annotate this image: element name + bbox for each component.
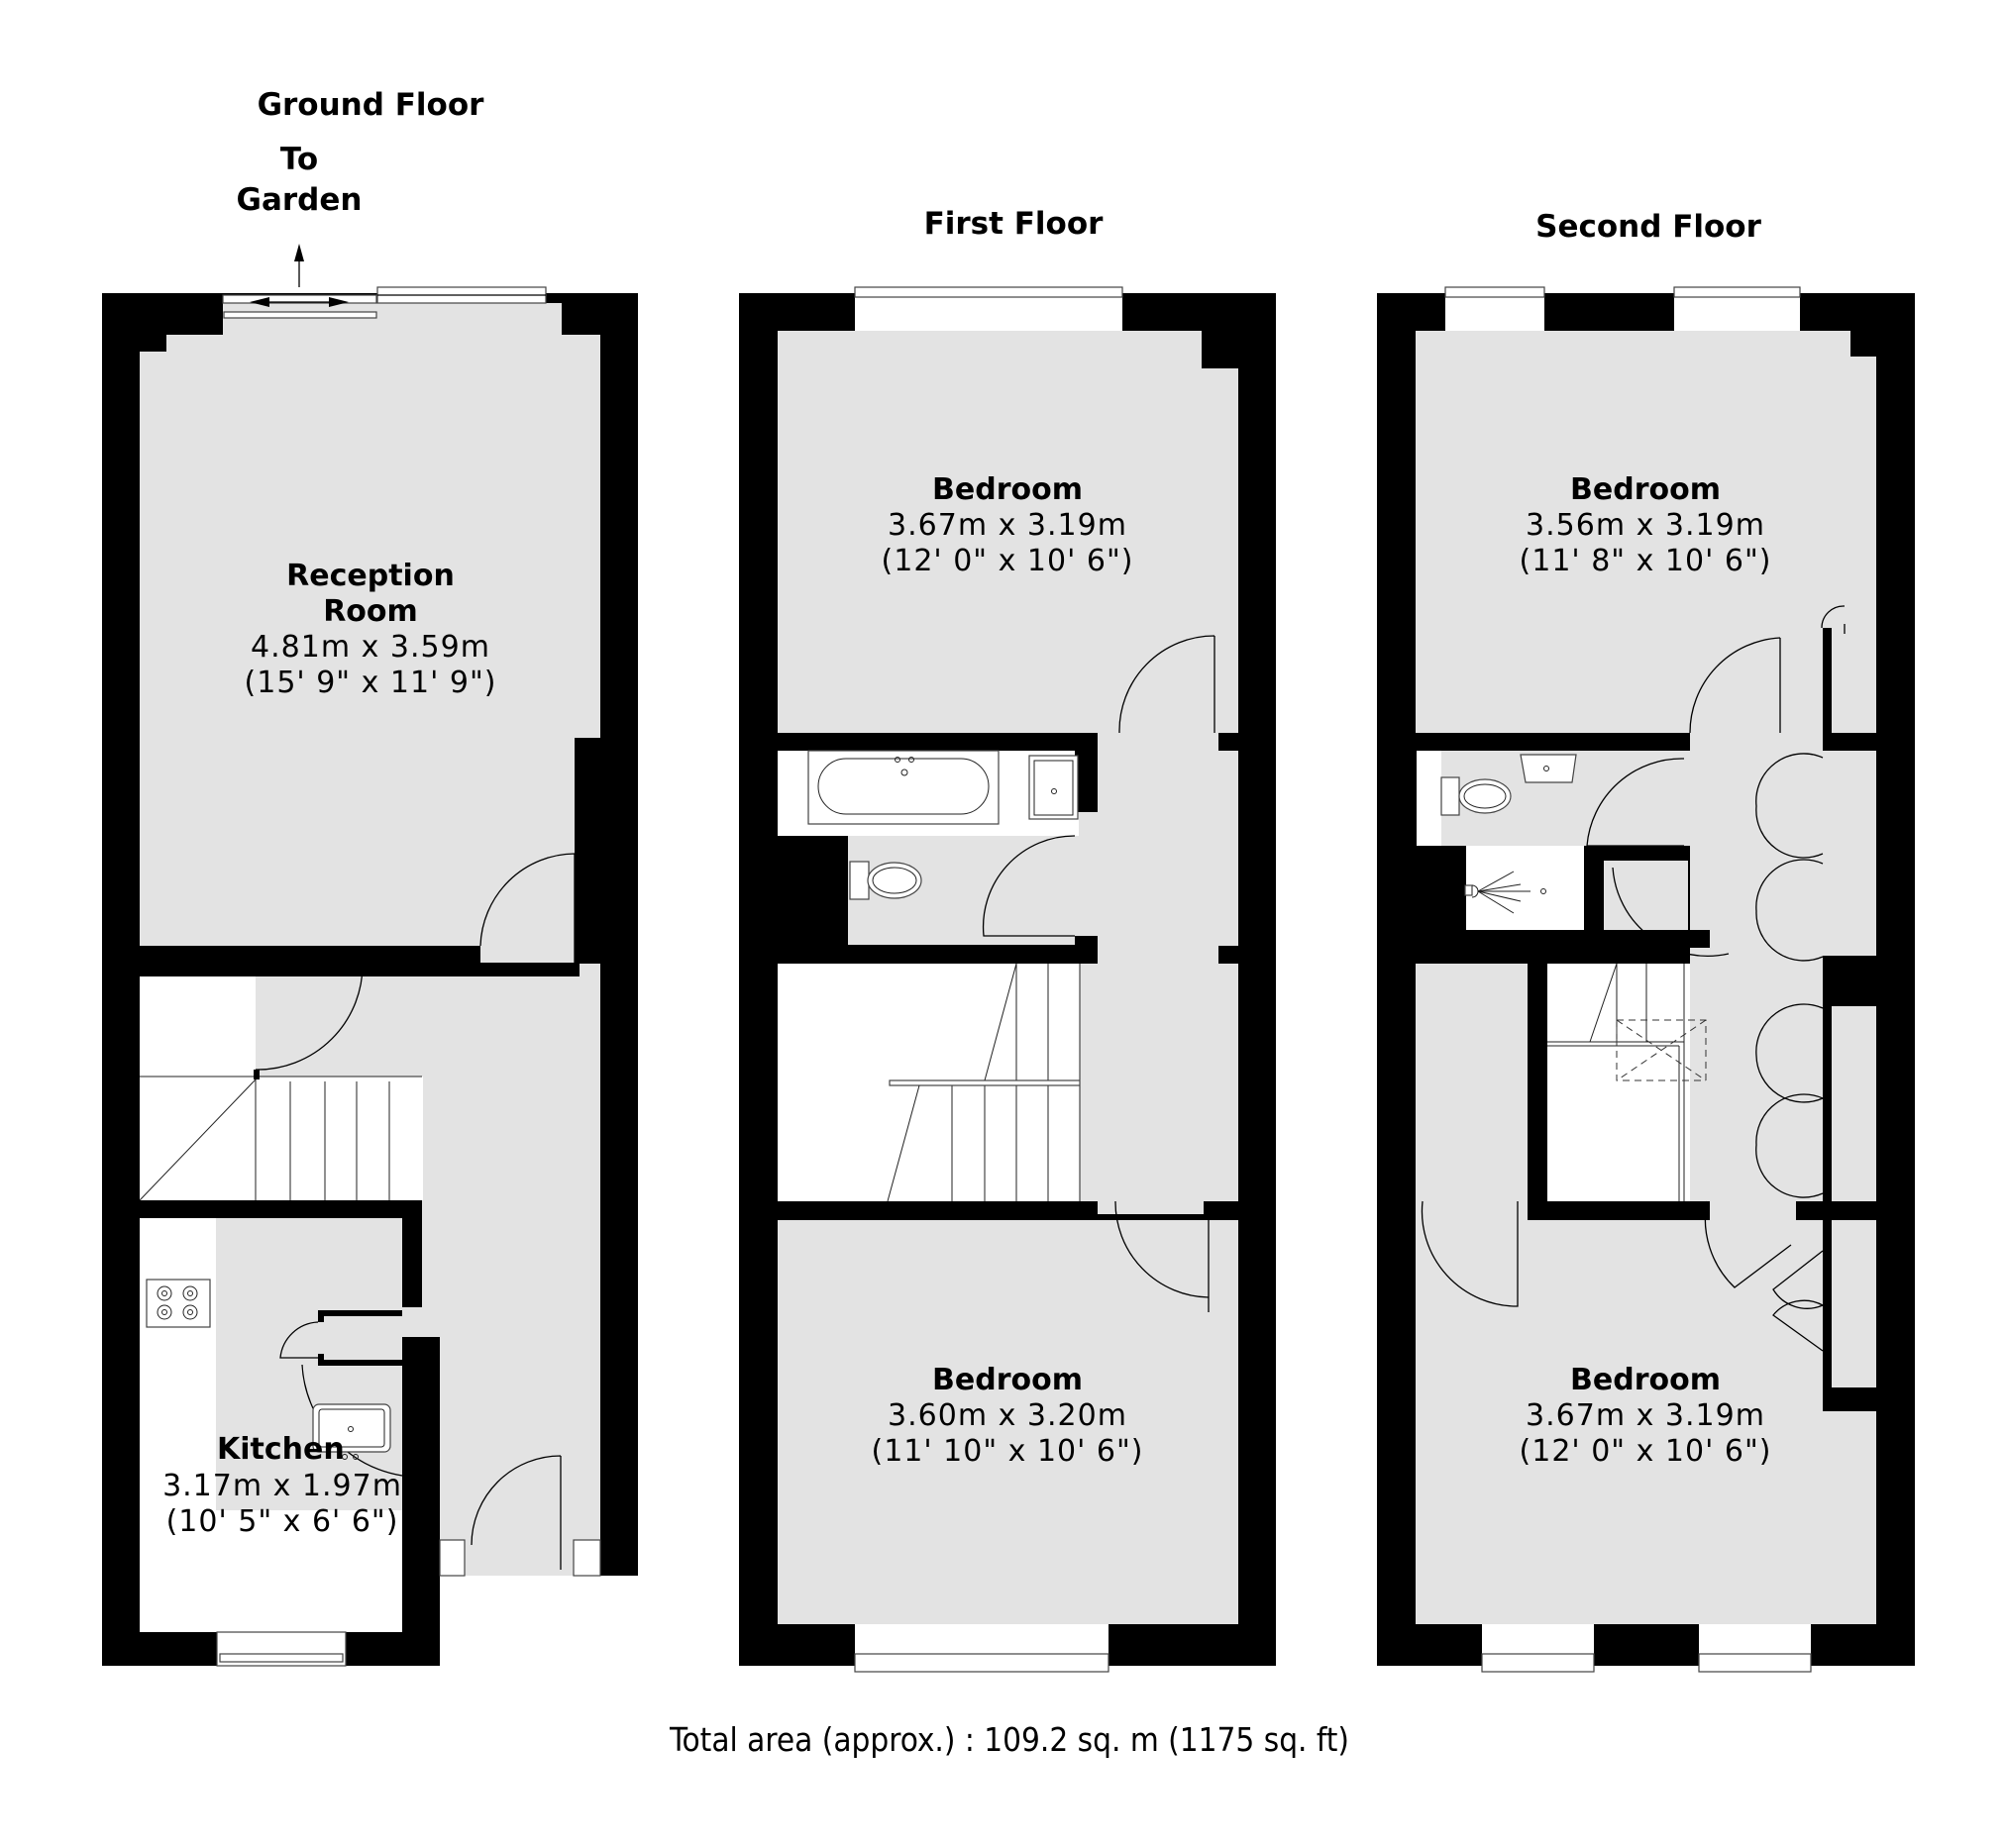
room-name: Kitchen bbox=[217, 1432, 345, 1467]
second-cupboard-floor bbox=[1604, 861, 1688, 930]
second-bottom-window-left bbox=[1481, 1653, 1595, 1673]
bathtub-icon bbox=[807, 750, 1000, 825]
room-name: Bedroom bbox=[932, 1363, 1083, 1397]
to-garden-label-line2: Garden bbox=[236, 182, 363, 218]
front-door-post-right bbox=[573, 1539, 601, 1577]
garden-sliding-door bbox=[222, 294, 377, 304]
hall-lower bbox=[422, 1218, 600, 1337]
basin-icon bbox=[1028, 755, 1079, 820]
second-stairs bbox=[1547, 964, 1690, 1201]
room-name: Bedroom bbox=[1570, 1363, 1721, 1397]
to-garden-label-line1: To bbox=[279, 142, 319, 177]
second-left-cupboard bbox=[1416, 964, 1528, 1226]
hob-icon bbox=[146, 1279, 211, 1328]
first-top-window bbox=[854, 286, 1123, 298]
cupboard-jamb bbox=[318, 1310, 324, 1322]
room-dimension-imperial: (12' 0" x 10' 6") bbox=[881, 544, 1134, 578]
first-stair-treads bbox=[887, 963, 1081, 1202]
room-dimension-imperial: (15' 9" x 11' 9") bbox=[244, 666, 497, 700]
second-floor-bedroom-2-label: Bedroom 3.67m x 3.19m (12' 0" x 10' 6") bbox=[1520, 1363, 1772, 1470]
second-bottom-bedroom-floor bbox=[1416, 1220, 1876, 1624]
cupboard-wall-bottom bbox=[318, 1360, 402, 1366]
reception-inner-wall bbox=[140, 946, 480, 964]
kitchen-sink-icon bbox=[312, 1403, 391, 1460]
second-top-window-right bbox=[1673, 286, 1801, 298]
total-area-label: Total area (approx.) : 109.2 sq. m (1175… bbox=[670, 1720, 1349, 1759]
room-dimension-imperial: (12' 0" x 10' 6") bbox=[1519, 1434, 1772, 1469]
second-top-bedroom-floor bbox=[1416, 331, 1876, 733]
second-bottom-window-right bbox=[1698, 1653, 1812, 1673]
room-dimension-metric: 3.60m x 3.20m bbox=[888, 1398, 1127, 1433]
room-dimension-metric: 4.81m x 3.59m bbox=[251, 630, 490, 665]
second-floor-title: Second Floor bbox=[1535, 209, 1761, 245]
hall-entrance bbox=[440, 1337, 600, 1576]
first-floor-title: First Floor bbox=[923, 206, 1104, 242]
sliding-door-arrow-icon bbox=[250, 297, 349, 307]
first-bottom-window bbox=[854, 1653, 1109, 1673]
room-dimension-metric: 3.17m x 1.97m bbox=[162, 1469, 402, 1503]
first-doors bbox=[982, 635, 1215, 1312]
first-top-bedroom-floor bbox=[778, 331, 1238, 733]
ground-floor-plan bbox=[102, 244, 638, 1667]
reception-room-floor bbox=[140, 303, 600, 963]
room-dimension-imperial: (11' 8" x 10' 6") bbox=[1519, 544, 1772, 578]
first-bottom-bedroom-floor bbox=[778, 1220, 1238, 1624]
room-name: Room bbox=[323, 594, 418, 629]
first-floor-bedroom-2-label: Bedroom 3.60m x 3.20m (11' 10" x 10' 6") bbox=[871, 1363, 1143, 1470]
room-name: Bedroom bbox=[1570, 472, 1721, 507]
kitchen-label: Kitchen bbox=[217, 1432, 345, 1468]
room-dimension-metric: 3.67m x 3.19m bbox=[1526, 1398, 1765, 1433]
room-dimension-metric: 3.67m x 3.19m bbox=[888, 508, 1127, 543]
cupboard-wall-top bbox=[318, 1310, 402, 1316]
wc-basin-icon bbox=[1520, 754, 1577, 783]
cupboard-jamb2 bbox=[318, 1354, 324, 1366]
second-floor-plan bbox=[1377, 286, 1915, 1673]
shower-icon bbox=[1464, 871, 1546, 914]
arrow-up-icon bbox=[294, 244, 304, 287]
kitchen-dimensions: 3.17m x 1.97m (10' 5" x 6' 6") bbox=[162, 1469, 402, 1540]
wc-toilet-icon bbox=[1440, 776, 1512, 816]
front-door-post-left bbox=[439, 1539, 466, 1577]
kitchen-side-wall bbox=[402, 1337, 440, 1632]
second-stair-treads bbox=[1547, 963, 1707, 1201]
toilet-icon bbox=[849, 861, 922, 900]
ground-stair-treads bbox=[139, 963, 422, 1201]
second-doors bbox=[1421, 605, 1846, 1352]
room-name: Bedroom bbox=[932, 472, 1083, 507]
room-name: Reception bbox=[286, 559, 455, 593]
second-floor-bedroom-1-label: Bedroom 3.56m x 3.19m (11' 8" x 10' 6") bbox=[1520, 472, 1772, 579]
ground-stairs bbox=[140, 1077, 423, 1200]
shower-tray bbox=[1466, 846, 1584, 930]
kitchen-right-wall bbox=[402, 1200, 422, 1307]
kitchen-top-wall bbox=[140, 1200, 421, 1218]
second-top-window-left bbox=[1444, 286, 1545, 298]
kitchen-worktop-bottom bbox=[216, 1510, 402, 1632]
room-dimension-imperial: (11' 10" x 10' 6") bbox=[871, 1434, 1144, 1469]
first-floor-bedroom-1-label: Bedroom 3.67m x 3.19m (12' 0" x 10' 6") bbox=[882, 472, 1134, 579]
sliding-door-panel bbox=[223, 311, 377, 319]
ground-floor-title: Ground Floor bbox=[257, 87, 484, 123]
room-dimension-metric: 3.56m x 3.19m bbox=[1526, 508, 1765, 543]
room-dimension-imperial: (10' 5" x 6' 6") bbox=[165, 1504, 399, 1539]
reception-inner-wall-right bbox=[576, 946, 600, 964]
reception-room-label: Reception Room 4.81m x 3.59m (15' 9" x 1… bbox=[245, 559, 497, 701]
first-floor-plan bbox=[739, 286, 1276, 1673]
first-top-window-recess bbox=[855, 297, 1122, 331]
